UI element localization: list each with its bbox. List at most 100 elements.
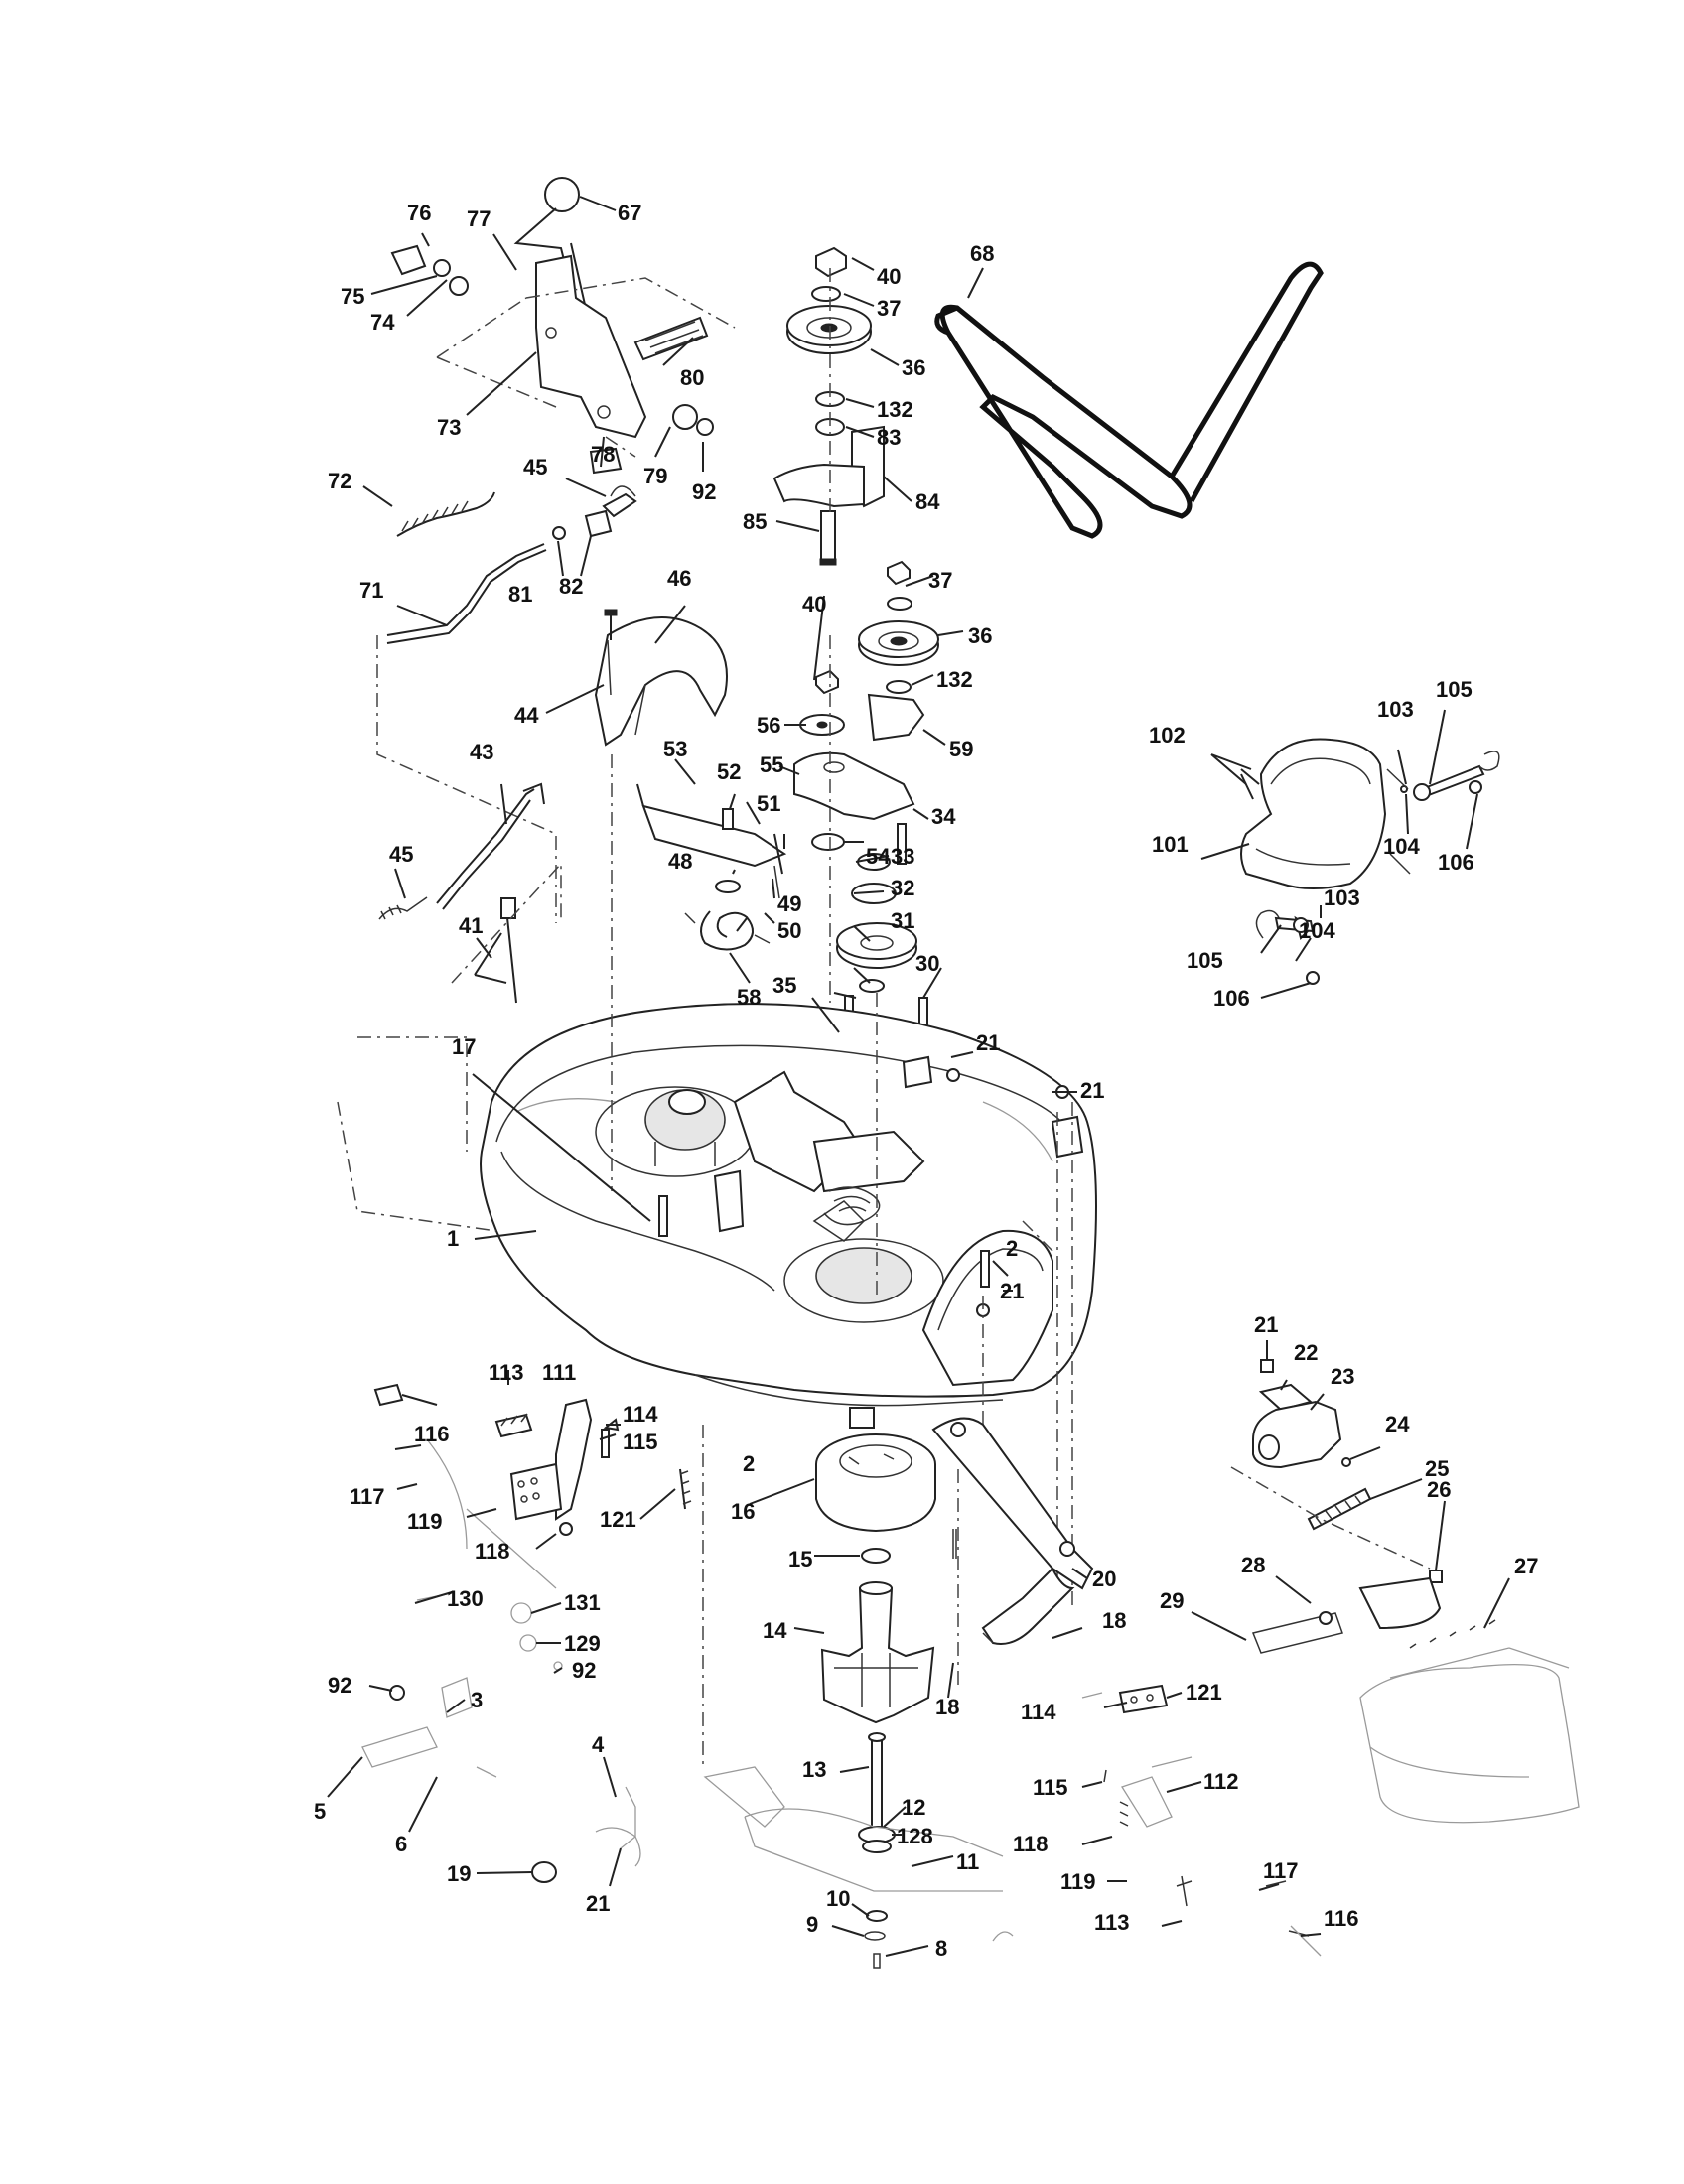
part-label: 48 [668,849,692,874]
belt-guard [594,609,728,747]
part-label: 119 [407,1509,443,1534]
deflector-shield [1240,738,1500,985]
part-label: 15 [788,1547,812,1571]
rear-bracket-faded [992,1684,1322,1957]
part-label: 40 [802,592,826,616]
lift-handle-assembly [390,177,736,475]
part-label: 17 [452,1034,476,1059]
drive-belt [934,261,1324,539]
part-label: 8 [935,1936,947,1961]
part-label: 56 [757,713,780,738]
part-label: 49 [777,891,801,916]
part-label: 59 [949,737,973,761]
part-label: 75 [341,284,364,309]
part-label: 111 [542,1360,576,1385]
idler-arm-assembly [636,783,787,951]
part-label: 74 [370,310,395,335]
part-label: 12 [902,1795,925,1820]
part-label: 20 [1092,1567,1116,1591]
part-label: 117 [350,1484,385,1509]
part-label: 28 [1241,1553,1265,1577]
part-label: 128 [897,1824,933,1848]
part-label: 132 [877,397,913,422]
part-label: 130 [447,1586,484,1611]
part-label: 24 [1385,1412,1410,1436]
part-label: 36 [968,623,992,648]
part-label: 2 [743,1451,755,1476]
part-label: 112 [1203,1769,1239,1794]
part-label: 92 [572,1658,596,1683]
part-label: 45 [389,842,413,867]
part-label: 58 [737,985,761,1010]
front-bracket-hardware [373,1383,692,1589]
part-label: 119 [1060,1869,1096,1894]
part-label: 113 [1094,1910,1130,1935]
part-label: 41 [459,913,483,938]
part-label: 71 [359,578,383,603]
part-label: 118 [475,1539,510,1564]
part-label: 11 [956,1849,979,1874]
leader-lines [327,196,1510,1957]
lift-link-assembly [376,485,637,923]
mower-deck-housing [337,1003,1097,1407]
part-label: 129 [564,1631,601,1656]
part-label: 104 [1383,834,1420,859]
part-label: 34 [931,804,956,829]
spindle-shaft-faded [744,1732,1004,1969]
idler-pulley-stack-lower [793,560,939,865]
part-label: 101 [1152,832,1189,857]
part-label: 2 [1006,1236,1018,1261]
part-label: 116 [1324,1906,1359,1931]
part-label: 118 [1013,1832,1049,1856]
part-label: 103 [1324,886,1360,910]
part-label: 121 [1186,1680,1222,1705]
part-label: 14 [763,1618,787,1643]
blade-spindle-assembly [815,1433,936,1724]
part-label: 82 [559,574,583,599]
part-label: 18 [1102,1608,1126,1633]
rear-hitch-assembly [1230,1359,1443,1654]
part-label: 67 [618,201,641,225]
part-label: 3 [471,1688,483,1712]
part-label: 121 [600,1507,636,1532]
part-label: 21 [1254,1312,1278,1337]
part-label: 116 [414,1422,450,1446]
part-label: 33 [891,844,914,869]
part-label: 54 [866,844,891,869]
deck-lift-links [357,782,562,1152]
idler-pulley-stack-upper [772,246,885,566]
part-label: 106 [1213,986,1250,1011]
part-label: 32 [891,876,914,900]
part-label: 77 [467,206,491,231]
part-label: 26 [1427,1477,1451,1502]
part-label: 55 [760,752,783,777]
part-label: 117 [1263,1858,1299,1883]
part-label: 80 [680,365,704,390]
part-label: 114 [1021,1700,1056,1724]
part-label: 79 [643,464,667,488]
part-label: 115 [1033,1775,1068,1800]
part-label: 132 [936,667,973,692]
part-label: 21 [1000,1279,1024,1303]
part-label: 51 [757,791,780,816]
part-label: 21 [586,1891,610,1916]
part-label: 84 [915,489,940,514]
part-label: 36 [902,355,925,380]
part-label: 92 [328,1673,351,1698]
part-label: 19 [447,1861,471,1886]
part-label: 76 [407,201,431,225]
part-label: 83 [877,425,901,450]
part-label: 68 [970,241,994,266]
part-label: 53 [663,737,687,761]
part-label: 13 [802,1757,826,1782]
part-label: 46 [667,566,691,591]
part-label: 105 [1436,677,1473,702]
part-label: 85 [743,509,767,534]
part-label: 22 [1294,1340,1318,1365]
rear-wheel-faded [1359,1619,1580,1824]
part-label: 1 [447,1226,459,1251]
part-label: 113 [489,1360,524,1385]
part-label: 29 [1160,1588,1184,1613]
